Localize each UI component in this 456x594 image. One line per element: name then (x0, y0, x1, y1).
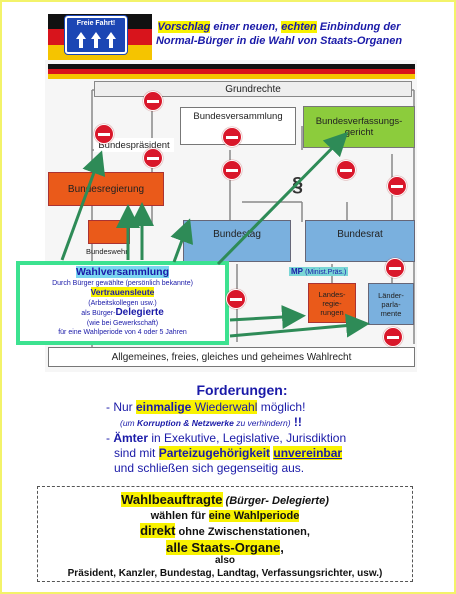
forderung-line3: - Ämter in Exekutive, Legislative, Juris… (106, 431, 347, 445)
title-echten: echten (281, 21, 317, 33)
bundespraesident-label: Bundespräsident (98, 139, 170, 151)
stop-sign-right (387, 176, 407, 196)
wahlrecht-box: Allgemeines, freies, gleiches und geheim… (48, 347, 415, 367)
bundestag-label: Bundestag (213, 229, 261, 240)
stop-sign-laender (383, 327, 403, 347)
stop-sign-landtag (385, 258, 405, 278)
wb-line3: direkt ohne Zwischenstationen, (140, 523, 310, 538)
wb-line2: wählen für eine Wahlperiode (150, 510, 300, 522)
forderung-line5: und schließen sich gegenseitig aus. (114, 461, 305, 475)
landesregierungen-label: Landes- regie- rungen (318, 289, 346, 317)
wahlversammlung-title: Wahlversammlung (76, 266, 169, 278)
stop-sign-bv-right (222, 127, 242, 147)
wahlversammlung-line1: Durch Bürger gewählte (persönlich bekann… (52, 279, 193, 287)
stop-sign-bundesversammlung (94, 124, 114, 144)
wahlversammlung-line4b: Delegierte (115, 307, 164, 318)
arrows-up-icon (76, 32, 116, 48)
wb-line5: also (214, 555, 235, 566)
wb-line4: alle Staats-Organe, (166, 540, 284, 555)
wahlversammlung-line3: (Arbeitskollegen usw.) (88, 299, 157, 307)
stop-sign-bundestag-top (222, 160, 242, 180)
title-vorschlag: Vorschlag (157, 21, 211, 33)
bundeswehr-label: Bundeswehr (86, 247, 128, 256)
forderungen-body: - Nur einmalige Wiederwahl möglich! (um … (106, 400, 406, 476)
title-part4: Einbindung der (316, 21, 401, 33)
laenderparlamente-label: Länder- parla- mente (378, 290, 404, 318)
grundrechte-box: Grundrechte (94, 81, 412, 97)
mp-sub-text: (Minist.Präs.) (305, 269, 347, 276)
arrow-to-laenderparlamente (229, 313, 370, 338)
wahlversammlung-line2: Vertrauensleute (90, 287, 155, 297)
arrow-to-bundespraesident (60, 150, 106, 261)
forderungen-colon: : (282, 382, 288, 398)
forderungen-title-text: Forderungen (196, 382, 283, 398)
mp-label: MP (Minist.Präs.) (289, 267, 349, 276)
wb-line1: Wahlbeauftragte (Bürger- Delegierte) (121, 492, 329, 507)
bundesregierung-label: Bundesregierung (67, 183, 145, 195)
wahlversammlung-line5: (wie bei Gewerkschaft) (86, 319, 159, 327)
arrow-to-landesregierungen (229, 305, 306, 330)
laenderparlamente-box: Länder- parla- mente (368, 283, 414, 325)
forderungen-section: Forderungen: (102, 382, 382, 398)
wb-line6: Präsident, Kanzler, Bundestag, Landtag, … (67, 568, 383, 579)
german-flag-diagram (48, 64, 415, 79)
bundesregierung-box: Bundesregierung (48, 172, 164, 206)
title-line2: Normal-Bürger in die Wahl von Staats-Org… (155, 35, 403, 47)
forderung-line2: (um Korruption & Netzwerke zu verhindern… (120, 415, 302, 429)
forderung-line4: sind mit Parteizugehörigkeit unvereinbar (114, 446, 343, 460)
wahlrecht-label: Allgemeines, freies, gleiches und geheim… (111, 351, 352, 363)
forderung-line1: - Nur einmalige Wiederwahl möglich! (106, 400, 306, 414)
stop-sign-verfassungsgericht (336, 160, 356, 180)
stop-sign-bundesregierung (143, 148, 163, 168)
wahlversammlung-line4a: als Bürger- (81, 310, 116, 317)
bundesrat-box: Bundesrat (305, 220, 415, 262)
sign-text: Freie Fahrt! (76, 20, 116, 27)
freie-fahrt-sign: Freie Fahrt! (65, 16, 127, 54)
arrow-to-bundestag (170, 218, 194, 263)
bundesrat-label: Bundesrat (337, 229, 383, 240)
arrow-to-verfassungsgericht (216, 131, 349, 266)
title-part2: einer neuen, (210, 21, 282, 33)
mp-text: MP (291, 267, 303, 276)
stop-sign-bundestag-bottom (226, 289, 246, 309)
wahlversammlung-line6: für eine Wahlperiode von 4 oder 5 Jahren (58, 329, 187, 336)
bundesverfassungsgericht-box: Bundesverfassungs- gericht (303, 106, 415, 148)
bundesversammlung-label: Bundesversammlung (193, 111, 283, 122)
bundesverfassungsgericht-label: Bundesverfassungs- gericht (315, 116, 403, 138)
grundrechte-label: Grundrechte (225, 83, 281, 95)
wahlbeauftragte-box: Wahlbeauftragte (Bürger- Delegierte) wäh… (37, 486, 413, 582)
bundestag-box: Bundestag (183, 220, 291, 262)
forderungen-title: Forderungen: (102, 382, 382, 398)
landesregierungen-box: Landes- regie- rungen (308, 283, 356, 323)
stop-sign-grundrechte (143, 91, 163, 111)
header-title: Vorschlag einer neuen, echten Einbindung… (114, 20, 444, 48)
